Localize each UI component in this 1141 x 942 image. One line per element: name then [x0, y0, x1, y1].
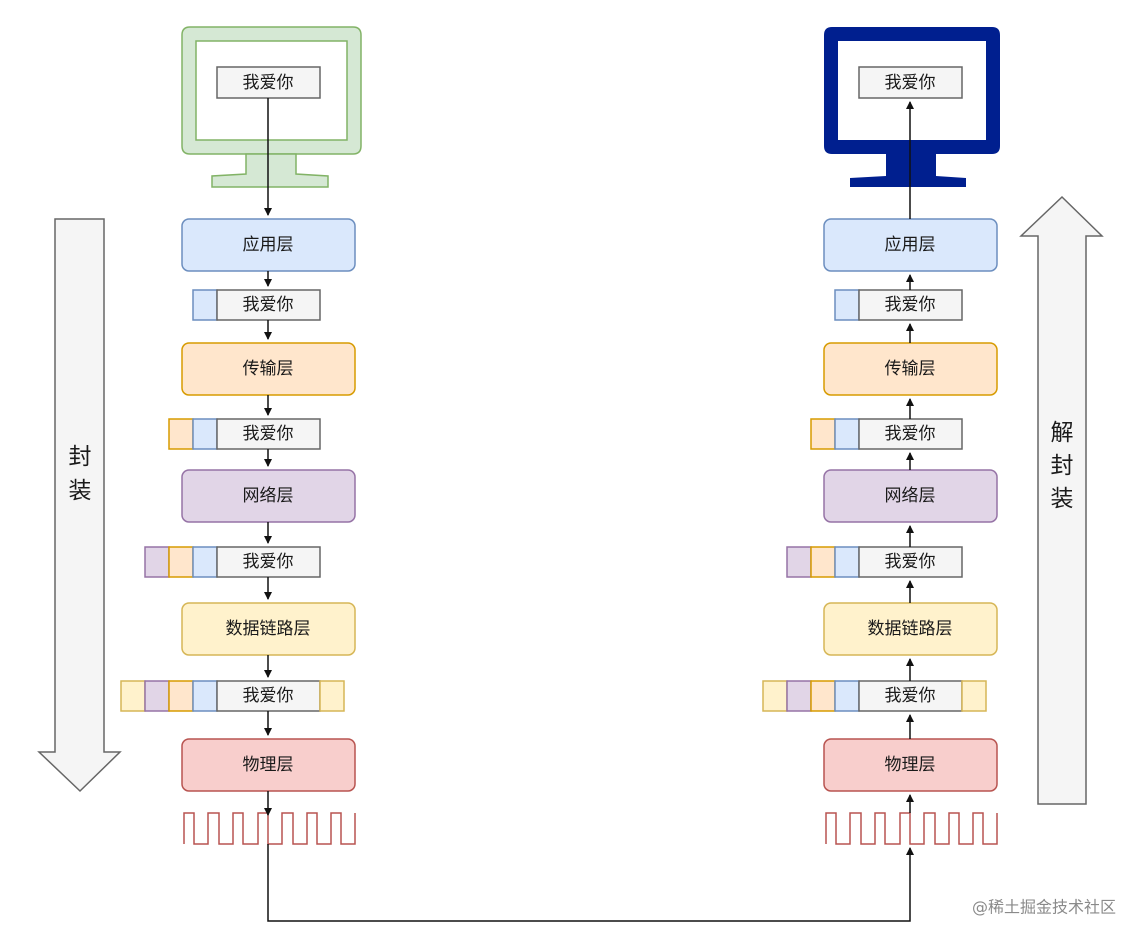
svg-text:我爱你: 我爱你 — [243, 295, 294, 315]
sender-packet-network: 我爱你 — [168, 418, 321, 450]
receiver-packet-datalink: 我爱你 — [786, 546, 963, 578]
svg-text:网络层: 网络层 — [885, 486, 936, 506]
sender-screen-payload: 我爱你 — [216, 66, 321, 99]
svg-text:封: 封 — [1051, 453, 1074, 479]
sender-packet-datalink: 我爱你 — [144, 546, 321, 578]
receiver-layer-datalink: 数据链路层 — [823, 602, 998, 656]
svg-text:数据链路层: 数据链路层 — [226, 619, 311, 639]
transmission-line — [267, 844, 914, 922]
svg-text:我爱你: 我爱你 — [885, 295, 936, 315]
encapsulate-arrow: 封 装 — [37, 218, 122, 793]
receiver-packet-physical: 我爱你 — [762, 680, 987, 712]
sender-packet-transport: 我爱你 — [192, 289, 321, 321]
decapsulate-arrow: 解 封 装 — [1019, 195, 1104, 805]
svg-text:我爱你: 我爱你 — [243, 686, 294, 706]
watermark: @稀土掘金技术社区 — [972, 898, 1116, 917]
sender-signal-wave — [183, 812, 356, 845]
svg-text:传输层: 传输层 — [885, 359, 936, 379]
svg-text:应用层: 应用层 — [885, 235, 936, 255]
svg-text:应用层: 应用层 — [243, 235, 294, 255]
receiver-monitor-icon — [824, 27, 1000, 187]
sender-layer-transport: 传输层 — [181, 342, 356, 396]
svg-text:装: 装 — [1051, 486, 1074, 512]
svg-text:网络层: 网络层 — [243, 486, 294, 506]
receiver-layer-network: 网络层 — [823, 469, 998, 523]
sender-layer-datalink: 数据链路层 — [181, 602, 356, 656]
sender-layer-application: 应用层 — [181, 218, 356, 272]
receiver-layer-transport: 传输层 — [823, 342, 998, 396]
receiver-packet-transport: 我爱你 — [834, 289, 963, 321]
sender-monitor-icon — [181, 26, 362, 188]
sender-packet-physical: 我爱你 — [120, 680, 345, 712]
svg-text:我爱你: 我爱你 — [243, 552, 294, 572]
svg-text:数据链路层: 数据链路层 — [868, 619, 953, 639]
svg-text:我爱你: 我爱你 — [243, 424, 294, 444]
svg-text:我爱你: 我爱你 — [885, 424, 936, 444]
receiver-layer-physical: 物理层 — [823, 738, 998, 792]
receiver-packet-network: 我爱你 — [810, 418, 963, 450]
svg-text:物理层: 物理层 — [885, 755, 936, 775]
svg-text:封: 封 — [69, 444, 92, 470]
svg-text:我爱你: 我爱你 — [243, 73, 294, 93]
sender-layer-physical: 物理层 — [181, 738, 356, 792]
svg-text:传输层: 传输层 — [243, 359, 294, 379]
svg-text:物理层: 物理层 — [243, 755, 294, 775]
receiver-screen-payload: 我爱你 — [858, 66, 963, 99]
svg-text:解: 解 — [1051, 420, 1074, 446]
svg-text:我爱你: 我爱你 — [885, 73, 936, 93]
receiver-layer-application: 应用层 — [823, 218, 998, 272]
svg-text:我爱你: 我爱你 — [885, 686, 936, 706]
svg-text:我爱你: 我爱你 — [885, 552, 936, 572]
sender-layer-network: 网络层 — [181, 469, 356, 523]
svg-text:装: 装 — [69, 478, 92, 504]
receiver-signal-wave — [825, 812, 998, 845]
